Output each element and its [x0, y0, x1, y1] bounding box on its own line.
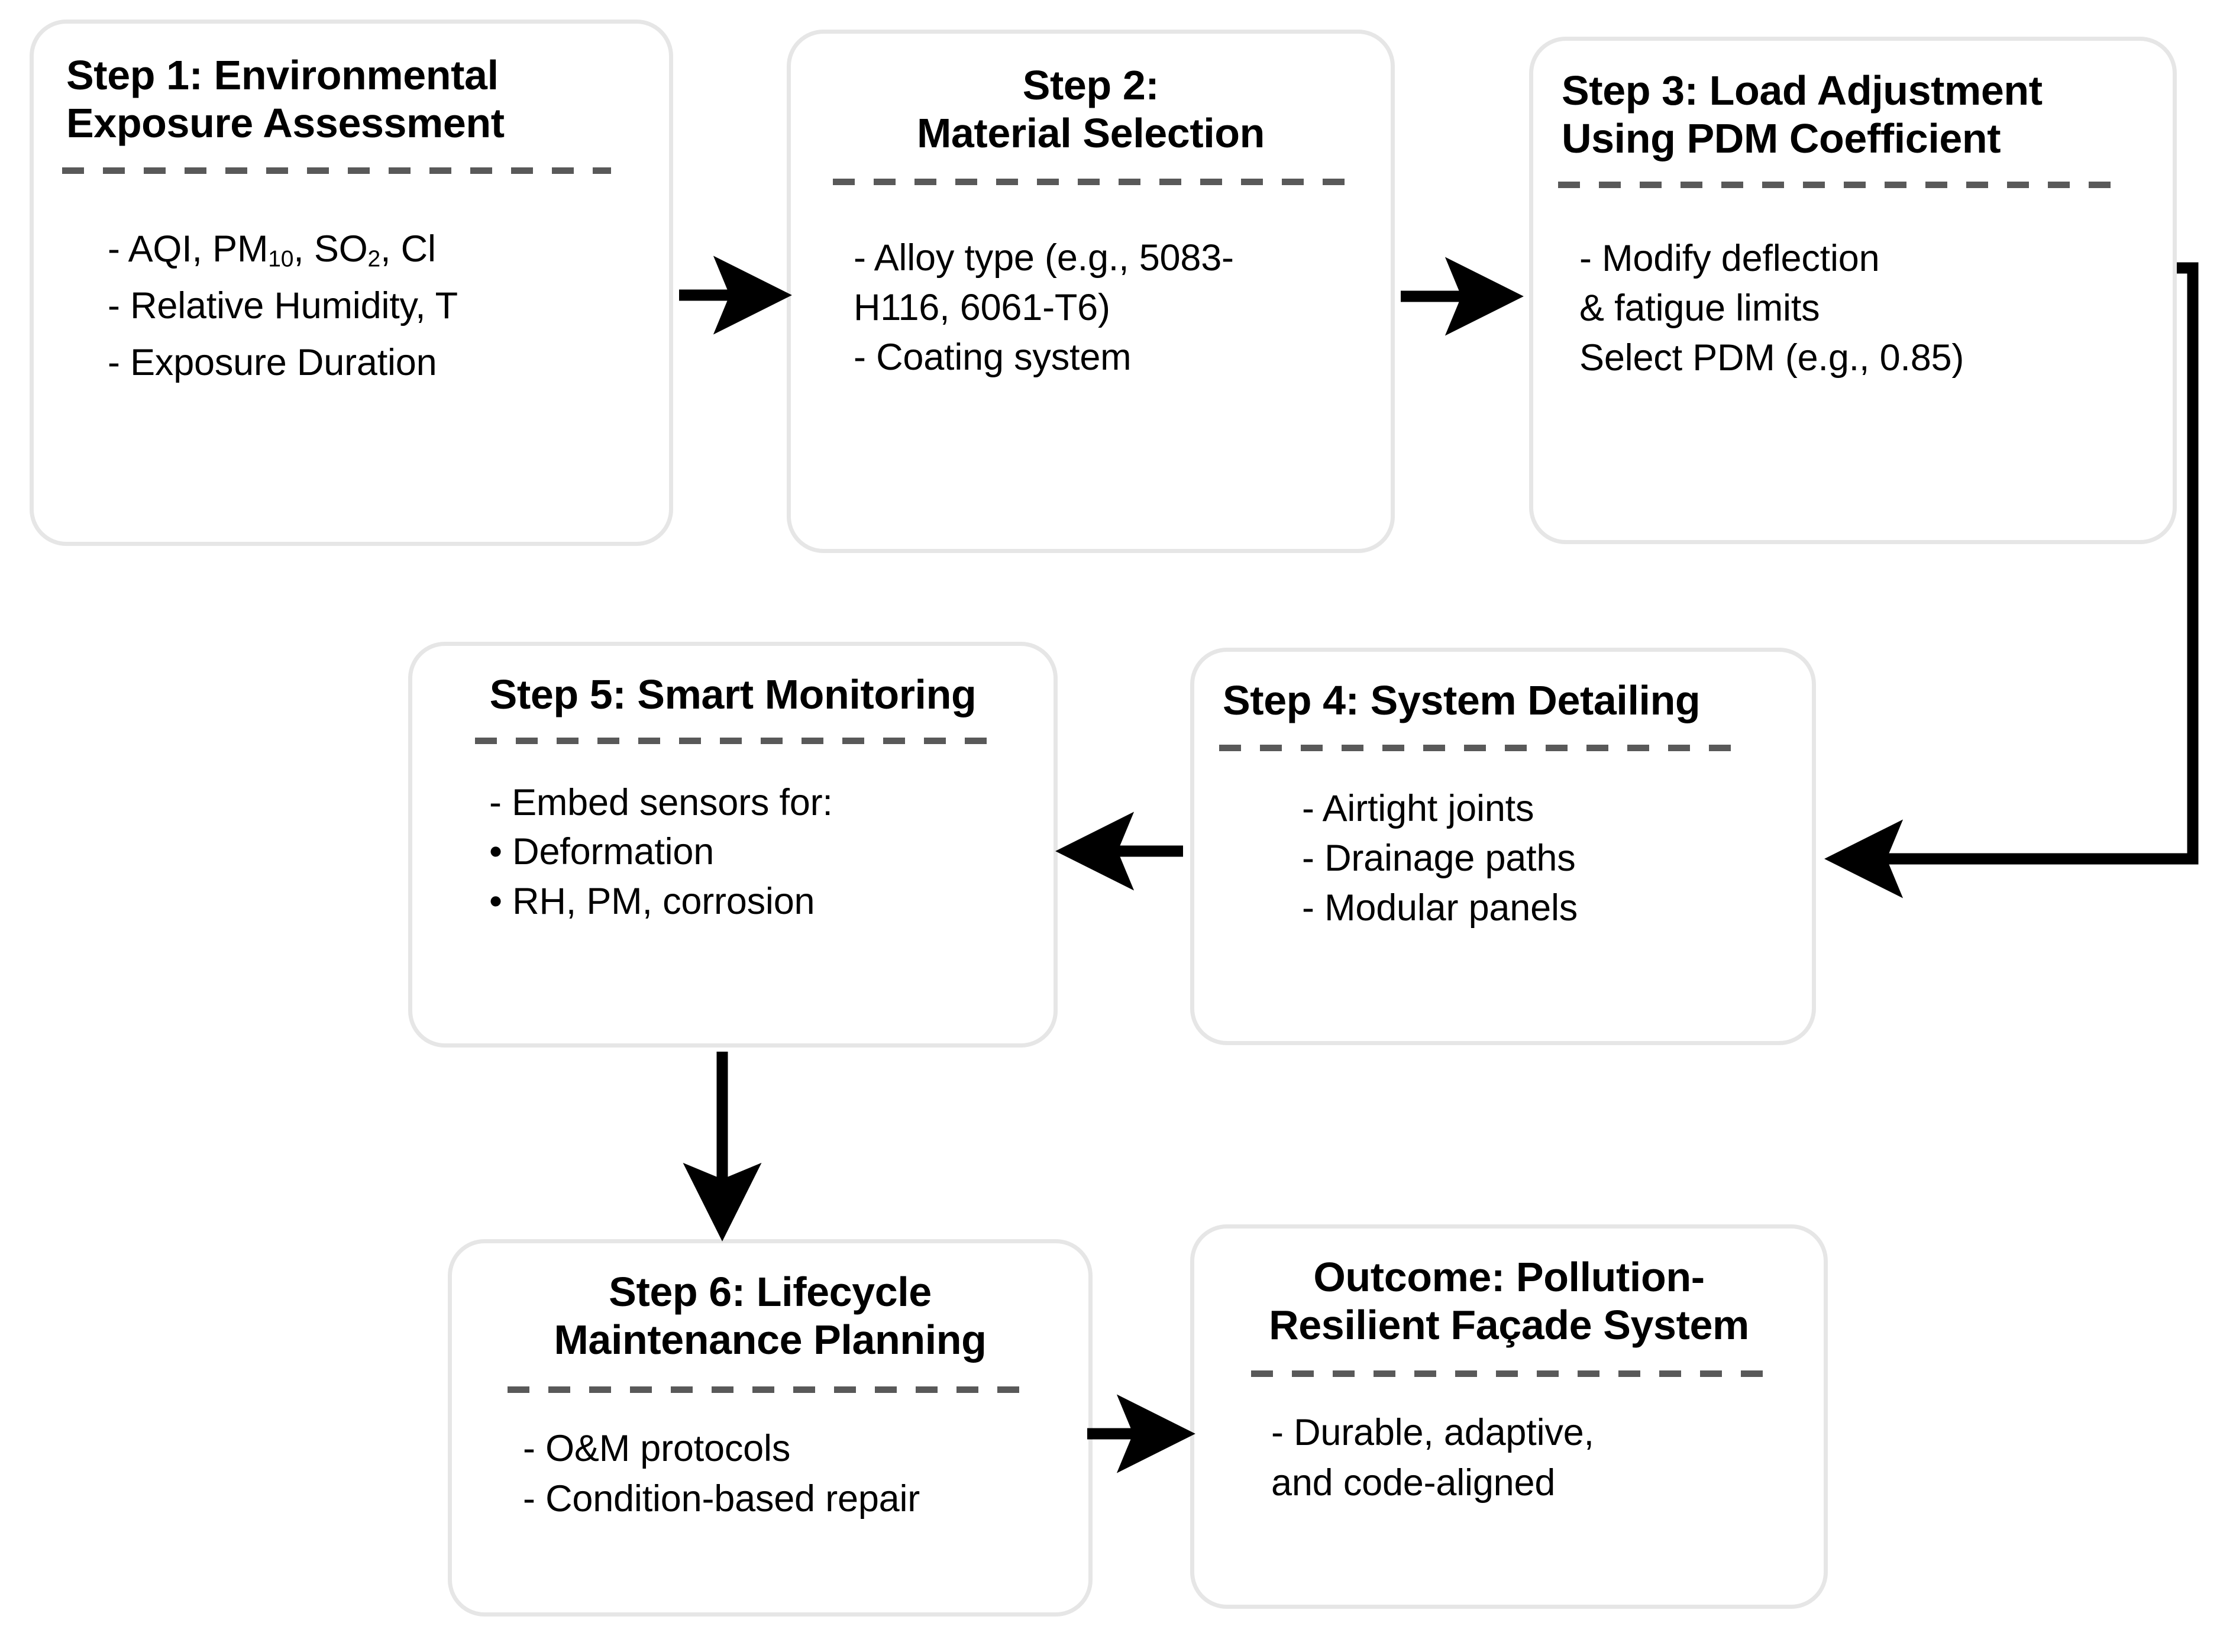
node-body-step6: - O&M protocols - Condition-based repair: [523, 1428, 920, 1520]
flow-node-step3[interactable]: Step 3: Load Adjustment Using PDM Coeffi…: [1529, 37, 2177, 544]
node-title-outcome: Outcome: Pollution- Resilient Façade Sys…: [1269, 1254, 1749, 1349]
node-title-step3: Step 3: Load Adjustment Using PDM Coeffi…: [1562, 67, 2043, 162]
node-title-step4: Step 4: System Detailing: [1223, 677, 1701, 723]
flow-node-step5[interactable]: Step 5: Smart Monitoring - Embed sensors…: [408, 642, 1058, 1048]
node-body-step3: - Modify deflection & fatigue limits Sel…: [1579, 238, 1964, 379]
node-body-step1: - AQI, PM10, SO2, Cl- Relative Humidity,…: [108, 228, 458, 383]
flow-node-step2[interactable]: Step 2: Material Selection - Alloy type …: [787, 30, 1395, 553]
node-title-step5: Step 5: Smart Monitoring: [489, 671, 977, 717]
node-body-outcome: - Durable, adaptive, and code-aligned: [1271, 1412, 1594, 1504]
node-divider-step2: [833, 179, 1349, 186]
node-body-step4: - Airtight joints - Drainage paths - Mod…: [1302, 788, 1578, 929]
node-divider-outcome: [1251, 1370, 1767, 1378]
node-divider-step6: [508, 1386, 1033, 1394]
node-divider-step4: [1219, 745, 1741, 752]
node-divider-step1: [62, 167, 611, 174]
node-divider-step3: [1558, 182, 2126, 189]
flow-node-step4[interactable]: Step 4: System Detailing - Airtight join…: [1190, 648, 1816, 1045]
flow-node-step1[interactable]: Step 1: Environmental Exposure Assessmen…: [30, 20, 673, 546]
node-title-step2: Step 2: Material Selection: [916, 62, 1265, 157]
node-title-step1: Step 1: Environmental Exposure Assessmen…: [66, 52, 505, 147]
node-body-step2: - Alloy type (e.g., 5083- H116, 6061-T6)…: [854, 237, 1234, 378]
node-body-step5: - Embed sensors for: • Deformation • RH,…: [489, 782, 833, 922]
node-divider-step5: [475, 738, 991, 745]
flow-node-outcome[interactable]: Outcome: Pollution- Resilient Façade Sys…: [1190, 1224, 1828, 1609]
node-title-step6: Step 6: Lifecycle Maintenance Planning: [554, 1269, 987, 1363]
flow-node-step6[interactable]: Step 6: Lifecycle Maintenance Planning -…: [448, 1239, 1093, 1617]
